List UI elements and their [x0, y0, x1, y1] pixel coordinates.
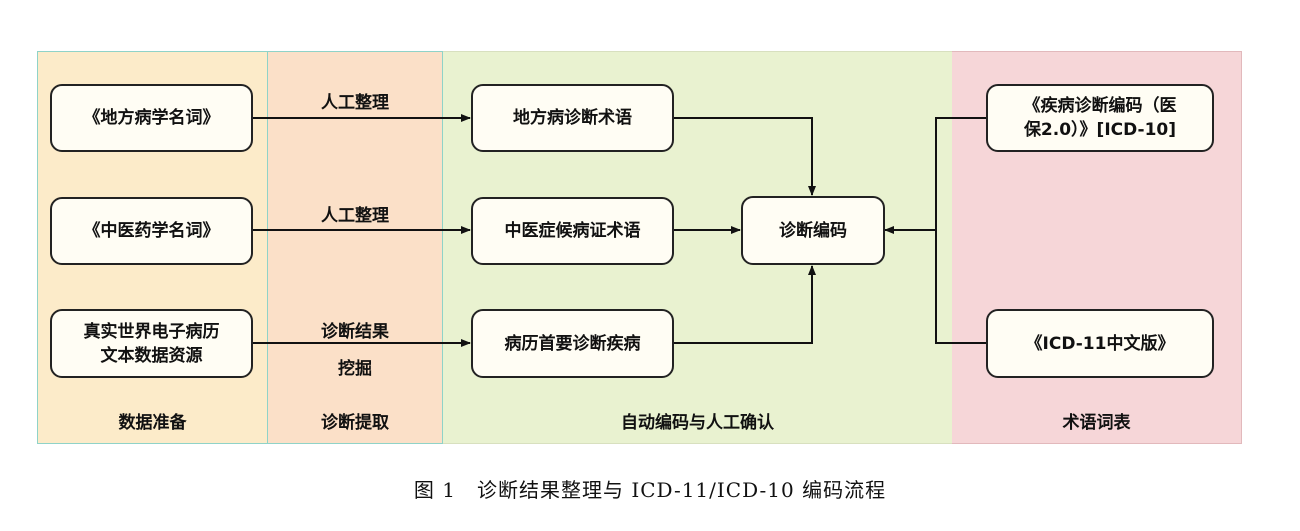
- arrow-local-terms-to-coding: [674, 117, 816, 196]
- node-tcm-syndrome-terms: 中医症候病证术语: [471, 197, 674, 265]
- connector-term-tables: [935, 117, 986, 344]
- arrow-primary-to-coding: [674, 265, 816, 344]
- node-diagnosis-coding: 诊断编码: [741, 196, 885, 265]
- source-local-disease-terms: 《地方病学名词》: [50, 84, 253, 152]
- edge-label-mining-line2: 挖掘: [338, 359, 372, 379]
- term-icd11-book: 《ICD-11中文版》: [986, 309, 1214, 378]
- lane-label-diagnosis-extraction: 诊断提取: [321, 413, 389, 433]
- node-primary-diagnosis: 病历首要诊断疾病: [471, 309, 674, 378]
- edge-label-manual-2: 人工整理: [321, 206, 389, 226]
- lane-label-data-preparation: 数据准备: [118, 413, 187, 433]
- node-local-disease-diagnosis-terms: 地方病诊断术语: [471, 84, 674, 152]
- term-icd10-book: 《疾病诊断编码（医 保2.0）》[ICD-10]: [986, 84, 1214, 152]
- edge-label-mining-line1: 诊断结果: [321, 322, 389, 342]
- source-emr-text: 真实世界电子病历 文本数据资源: [50, 309, 253, 378]
- lane-label-auto-coding: 自动编码与人工确认: [621, 413, 774, 433]
- lane-label-term-tables: 术语词表: [1062, 413, 1131, 433]
- figure-caption: 图 1 诊断结果整理与 ICD-11/ICD-10 编码流程: [413, 478, 887, 502]
- edge-label-manual-1: 人工整理: [321, 93, 389, 113]
- lane-diagnosis-extraction: 诊断提取: [267, 51, 443, 444]
- source-tcm-terms: 《中医药学名词》: [50, 197, 253, 265]
